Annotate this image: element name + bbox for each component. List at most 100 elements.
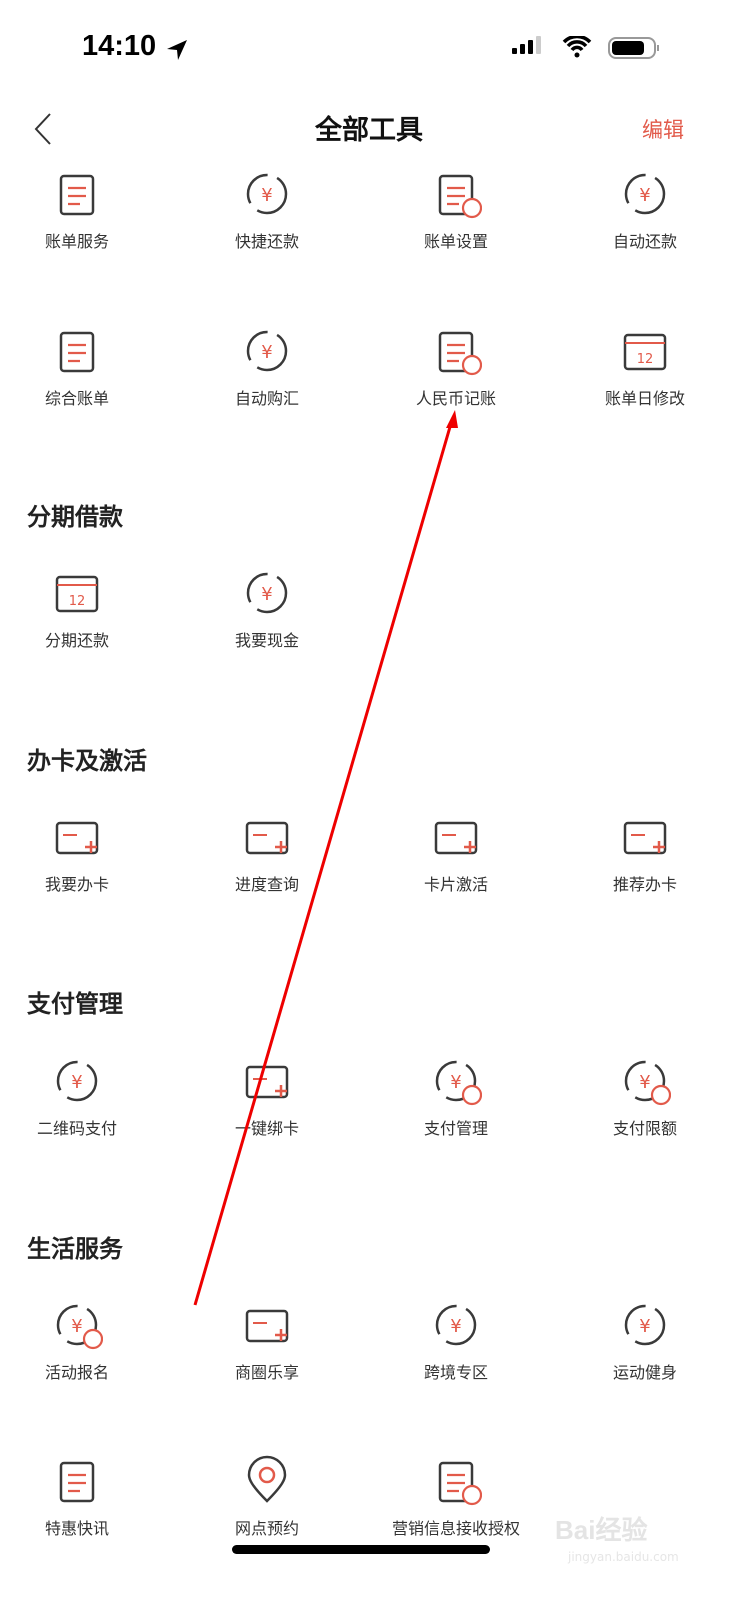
tool-label: 分期还款: [44, 631, 109, 650]
tool-label: 商圈乐享: [234, 1363, 299, 1382]
tool-item[interactable]: 特惠快讯: [0, 1455, 172, 1539]
tool-label: 账单服务: [44, 232, 109, 251]
svg-text:¥: ¥: [450, 1072, 461, 1093]
status-time: 14:10: [82, 30, 157, 62]
tool-item[interactable]: 账单服务: [0, 168, 172, 252]
tool-label: 综合账单: [44, 389, 109, 408]
page-title: 全部工具: [315, 115, 423, 146]
tool-item[interactable]: ¥ 自动还款: [550, 168, 738, 252]
tool-item[interactable]: ¥ 支付管理: [361, 1055, 551, 1139]
tool-label: 进度查询: [234, 875, 299, 894]
document-globe-icon: [438, 331, 482, 376]
scan-lock-icon: ¥: [435, 1060, 482, 1106]
scan-limit-icon: ¥: [624, 1060, 671, 1106]
house-card-icon: [245, 1309, 289, 1343]
tool-label: 账单日修改: [604, 389, 685, 408]
svg-text:¥: ¥: [71, 1072, 82, 1093]
tool-label: 跨境专区: [423, 1363, 488, 1382]
svg-text:¥: ¥: [639, 1316, 650, 1337]
location-arrow-icon: [167, 40, 187, 60]
qr-yuan-icon: ¥: [56, 1060, 98, 1102]
tool-item[interactable]: 卡片激活: [361, 811, 551, 895]
tool-item[interactable]: 营销信息接收授权: [361, 1455, 551, 1539]
tool-label: 活动报名: [44, 1363, 109, 1382]
edit-button[interactable]: 编辑: [642, 118, 684, 142]
document-star-icon: [438, 1461, 482, 1506]
card-share-icon: [623, 821, 667, 855]
tool-item[interactable]: ¥ 快捷还款: [172, 168, 362, 252]
tool-item[interactable]: 一键绑卡: [172, 1055, 362, 1139]
section-title: 办卡及激活: [27, 747, 147, 775]
card-add-icon: [55, 821, 99, 855]
svg-text:12: 12: [637, 352, 654, 367]
tool-item[interactable]: ¥ 运动健身: [550, 1299, 738, 1383]
back-button[interactable]: [30, 112, 60, 146]
tool-label: 我要办卡: [44, 875, 109, 894]
watermark-logo: Bai经验: [555, 1515, 648, 1545]
clipboard-settings-icon: [438, 174, 482, 219]
planet-icon: ¥: [435, 1304, 477, 1346]
card-progress-icon: [245, 821, 289, 855]
auto-yuan-icon: ¥: [624, 173, 666, 215]
dollar-exchange-icon: ¥: [246, 330, 288, 372]
tool-label: 支付管理: [423, 1119, 488, 1138]
tool-label: 推荐办卡: [612, 875, 677, 894]
section-title: 支付管理: [27, 990, 123, 1018]
coin-slot-icon: ¥: [246, 173, 288, 215]
tool-item[interactable]: 进度查询: [172, 811, 362, 895]
skier-icon: ¥: [624, 1304, 666, 1346]
svg-text:¥: ¥: [639, 1072, 650, 1093]
tool-item[interactable]: 网点预约: [172, 1455, 362, 1539]
tool-label: 二维码支付: [36, 1119, 117, 1138]
flag-add-icon: ¥: [56, 1304, 103, 1350]
section-title: 生活服务: [27, 1235, 123, 1263]
home-indicator: [232, 1545, 490, 1554]
status-icons: [512, 36, 659, 59]
tool-label: 一键绑卡: [234, 1119, 299, 1138]
tool-item[interactable]: ¥ 跨境专区: [361, 1299, 551, 1383]
tool-item[interactable]: ¥ 二维码支付: [0, 1055, 172, 1139]
tool-label: 自动还款: [612, 232, 677, 251]
tool-item[interactable]: 人民币记账: [361, 325, 551, 409]
tool-label: 自动购汇: [234, 389, 299, 408]
clipboard-list-icon: [59, 174, 95, 216]
tool-item[interactable]: 账单设置: [361, 168, 551, 252]
tool-label: 网点预约: [234, 1519, 299, 1538]
location-pin-icon: [247, 1455, 287, 1503]
tool-item[interactable]: ¥ 我要现金: [172, 567, 362, 651]
svg-text:¥: ¥: [261, 342, 272, 363]
receipt-icon: [59, 331, 95, 373]
news-icon: [59, 1461, 95, 1503]
tool-item[interactable]: ¥ 支付限额: [550, 1055, 738, 1139]
tool-item[interactable]: 综合账单: [0, 325, 172, 409]
tool-item[interactable]: 推荐办卡: [550, 811, 738, 895]
tool-label: 人民币记账: [415, 389, 496, 408]
tool-label: 支付限额: [612, 1119, 677, 1138]
tool-label: 营销信息接收授权: [391, 1519, 520, 1538]
card-link-icon: [245, 1065, 289, 1099]
section-title: 分期借款: [27, 503, 123, 531]
tool-item[interactable]: 我要办卡: [0, 811, 172, 895]
svg-text:¥: ¥: [639, 185, 650, 206]
tool-label: 账单设置: [423, 232, 488, 251]
svg-text:¥: ¥: [450, 1316, 461, 1337]
tool-item[interactable]: 12 账单日修改: [550, 325, 738, 409]
svg-text:12: 12: [69, 594, 86, 609]
cash-printer-icon: ¥: [246, 572, 288, 614]
tool-label: 运动健身: [612, 1363, 677, 1382]
tool-label: 快捷还款: [234, 232, 299, 251]
tool-item[interactable]: ¥ 自动购汇: [172, 325, 362, 409]
calendar-12-icon: 12: [55, 575, 99, 613]
svg-text:¥: ¥: [71, 1316, 82, 1337]
tool-label: 卡片激活: [423, 875, 488, 894]
svg-text:¥: ¥: [261, 584, 272, 605]
tool-item[interactable]: ¥ 活动报名: [0, 1299, 172, 1383]
calendar-edit-icon: 12: [623, 333, 667, 371]
svg-text:¥: ¥: [261, 185, 272, 206]
tool-item[interactable]: 12 分期还款: [0, 567, 172, 651]
tool-label: 特惠快讯: [44, 1519, 109, 1538]
tool-item[interactable]: 商圈乐享: [172, 1299, 362, 1383]
card-check-icon: [434, 821, 478, 855]
tool-label: 我要现金: [234, 631, 299, 650]
watermark-url: jingyan.baidu.com: [568, 1550, 679, 1564]
